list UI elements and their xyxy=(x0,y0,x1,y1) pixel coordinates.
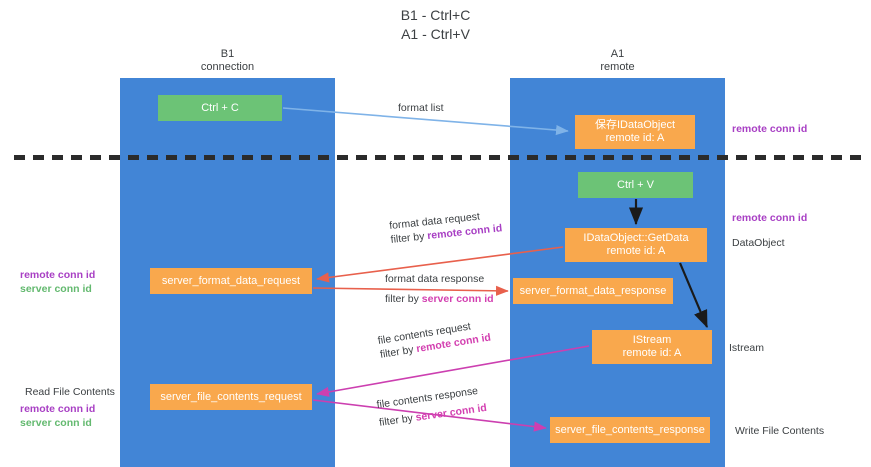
filter-prefix: filter by xyxy=(390,230,428,246)
node-server-format-data-request-label: server_format_data_request xyxy=(161,274,301,287)
annotation-istream: Istream xyxy=(729,342,765,354)
node-istream[interactable]: IStream remote id: A xyxy=(592,330,712,364)
edge-label-format-data-request: format data request filter by remote con… xyxy=(389,207,503,247)
node-ctrl-v[interactable]: Ctrl + V xyxy=(578,172,693,198)
node-server-file-contents-response[interactable]: server_file_contents_response xyxy=(550,417,710,443)
edge-label-file-contents-request: file contents request filter by remote c… xyxy=(377,317,492,362)
annotation-conn-ids-bottom: remote conn id server conn id xyxy=(20,402,95,430)
node-idataobject-getdata-id: remote id: A xyxy=(606,245,666,257)
lane-title-b1: B1 connection xyxy=(120,48,335,74)
edge-label-format-data-response-filter: filter by server conn id xyxy=(385,292,494,306)
node-istream-title: IStream xyxy=(632,334,672,346)
node-istream-id: remote id: A xyxy=(622,347,682,359)
node-server-file-contents-request-label: server_file_contents_request xyxy=(160,390,302,403)
annotation-read-file-contents: Read File Contents xyxy=(25,386,115,398)
node-save-idataobject-id: remote id: A xyxy=(605,132,665,144)
title-line-1: B1 - Ctrl+C xyxy=(400,7,471,23)
node-server-format-data-response[interactable]: server_format_data_response xyxy=(513,278,673,304)
node-ctrl-c[interactable]: Ctrl + C xyxy=(158,95,282,121)
filter-prefix: filter by xyxy=(378,411,417,429)
edge-label-format-list-text: format list xyxy=(398,102,444,114)
node-ctrl-c-label: Ctrl + C xyxy=(201,101,239,114)
lane-title-b1-name: B1 xyxy=(220,48,235,60)
annotation-dataobject: DataObject xyxy=(732,237,785,249)
page-title: B1 - Ctrl+C A1 - Ctrl+V xyxy=(0,6,871,44)
node-save-idataobject-title: 保存IDataObject xyxy=(594,119,676,131)
annotation-conn-ids-top: remote conn id server conn id xyxy=(20,268,95,296)
edge-label-format-list: format list xyxy=(398,101,444,115)
annotation-server-conn-id-1: server conn id xyxy=(20,283,92,295)
filter-key-server-conn-id: server conn id xyxy=(421,293,494,305)
annotation-remote-conn-id-2: remote conn id xyxy=(20,403,96,415)
node-server-format-data-response-label: server_format_data_response xyxy=(519,284,667,297)
lane-title-b1-sub: connection xyxy=(200,61,255,73)
lane-title-a1-sub: remote xyxy=(600,61,635,73)
node-idataobject-getdata-title: IDataObject::GetData xyxy=(583,232,689,244)
annotation-remote-conn-id-1: remote conn id xyxy=(20,269,96,281)
filter-prefix: filter by xyxy=(385,293,422,305)
edge-label-format-data-response: format data response filter by server co… xyxy=(385,272,494,306)
lane-title-a1-name: A1 xyxy=(610,48,625,60)
annotation-write-file-contents: Write File Contents xyxy=(735,425,825,437)
lane-title-a1: A1 remote xyxy=(510,48,725,74)
annotation-remote-conn-id-mid: remote conn id xyxy=(732,212,808,224)
phase-divider xyxy=(14,155,862,160)
node-save-idataobject[interactable]: 保存IDataObject remote id: A xyxy=(575,115,695,149)
edge-label-format-data-response-line1: format data response xyxy=(385,273,485,285)
node-server-format-data-request[interactable]: server_format_data_request xyxy=(150,268,312,294)
edge-label-file-contents-response: file contents response filter by server … xyxy=(376,383,488,430)
node-server-file-contents-response-label: server_file_contents_response xyxy=(555,423,705,436)
title-line-2: A1 - Ctrl+V xyxy=(401,26,470,42)
node-server-file-contents-request[interactable]: server_file_contents_request xyxy=(150,384,312,410)
annotation-server-conn-id-2: server conn id xyxy=(20,417,92,429)
annotation-remote-conn-id-top: remote conn id xyxy=(732,123,808,135)
node-ctrl-v-label: Ctrl + V xyxy=(617,178,654,191)
node-idataobject-getdata[interactable]: IDataObject::GetData remote id: A xyxy=(565,228,707,262)
